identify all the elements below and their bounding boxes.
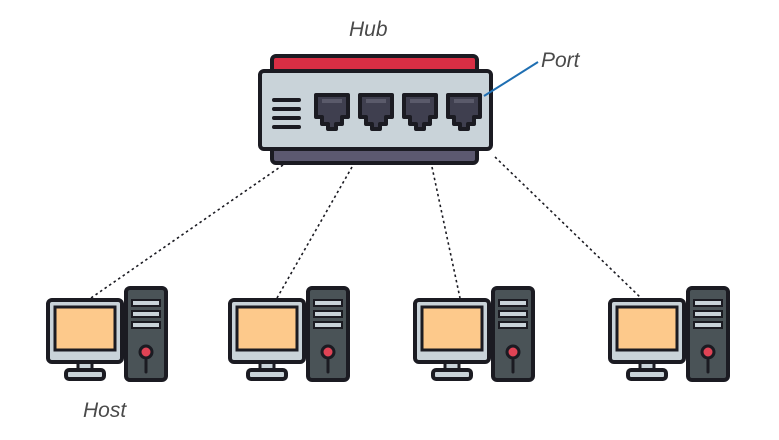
hub-label: Hub xyxy=(349,18,388,41)
host-4-icon xyxy=(608,286,730,382)
hub-port-1-icon xyxy=(314,93,350,131)
hub-ports xyxy=(314,93,482,131)
host-label: Host xyxy=(83,399,127,422)
hub-vent-icon xyxy=(272,98,301,129)
connection-line-1 xyxy=(90,164,284,299)
connection-line-4 xyxy=(494,156,642,299)
hosts xyxy=(46,286,730,382)
host-1-icon xyxy=(46,286,168,382)
port-callout-line xyxy=(483,61,539,97)
hub-port-2-icon xyxy=(358,93,394,131)
host-2-icon xyxy=(228,286,350,382)
connection-line-3 xyxy=(431,166,461,299)
host-3-icon xyxy=(413,286,535,382)
port-label: Port xyxy=(541,49,580,72)
connection-line-2 xyxy=(276,166,353,299)
hub-port-3-icon xyxy=(402,93,438,131)
hub-port-4-icon xyxy=(446,93,482,131)
connection-lines xyxy=(90,156,642,299)
